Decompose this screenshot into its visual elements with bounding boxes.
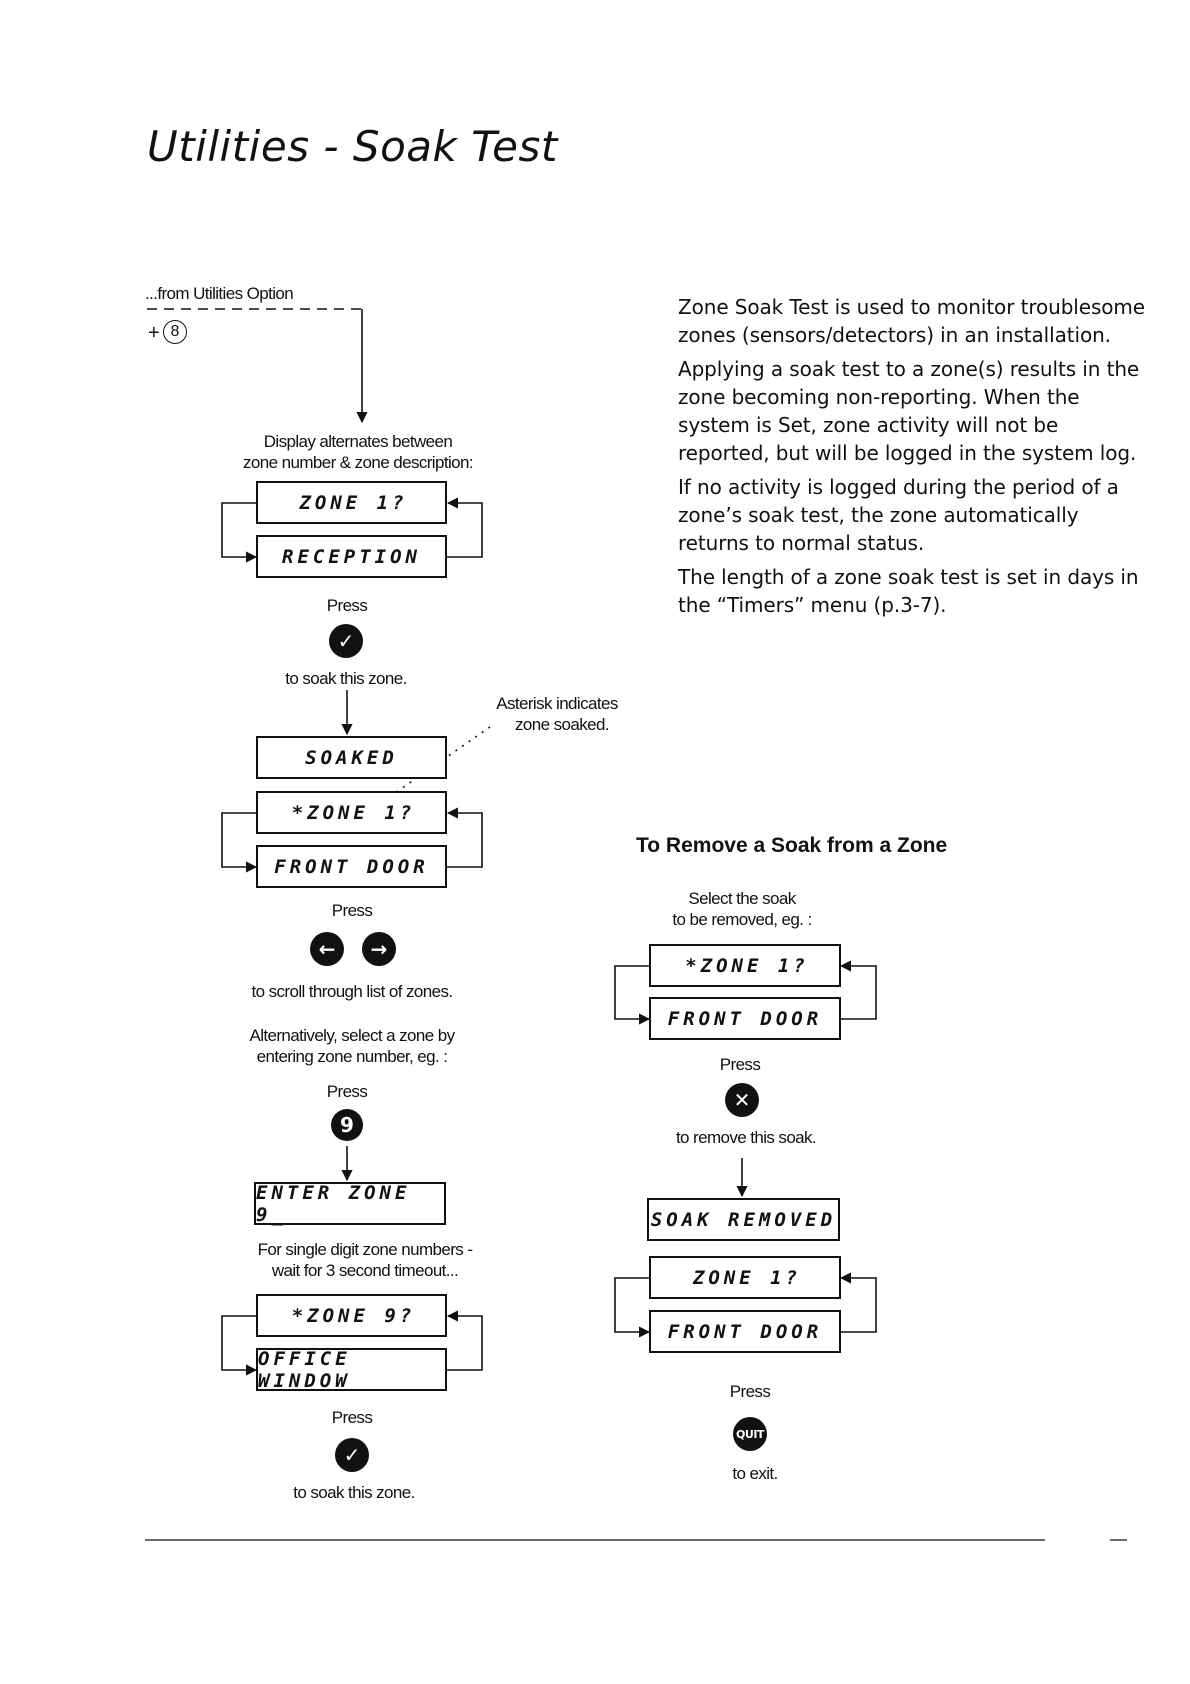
- paragraph-2: Applying a soak test to a zone(s) result…: [678, 357, 1140, 465]
- lcd-reception: RECEPTION: [256, 535, 447, 578]
- page-title: Utilities - Soak Test: [147, 122, 558, 171]
- lcd-office-window: OFFICE WINDOW: [256, 1348, 447, 1392]
- lcd-soaked: SOAKED: [256, 736, 447, 779]
- from-utilities-label: ...from Utilities Option: [145, 284, 294, 303]
- press-label-2: Press: [331, 901, 373, 920]
- lcd-zone-1-soaked: *ZONE 1?: [256, 791, 447, 834]
- press-label-5: Press: [719, 1055, 761, 1074]
- description-paragraphs: Zone Soak Test is used to monitor troubl…: [678, 293, 1148, 619]
- to-soak-text-2: to soak this zone.: [293, 1483, 415, 1502]
- paragraph-3: If no activity is logged during the peri…: [678, 475, 1119, 555]
- blink-cursor-icon: ?: [399, 1304, 412, 1327]
- to-soak-text-1: to soak this zone.: [285, 669, 407, 688]
- blink-cursor-icon: ?: [399, 801, 412, 824]
- blink-cursor-icon: ?: [785, 1266, 798, 1289]
- press-label-1: Press: [326, 596, 368, 615]
- to-exit-text: to exit.: [732, 1464, 778, 1483]
- option-key-8[interactable]: 8: [163, 320, 187, 344]
- paragraph-4: The length of a zone soak test is set in…: [678, 565, 1139, 617]
- right-arrow-icon[interactable]: →: [362, 932, 396, 966]
- select-soak-text: Select the soak to be removed, eg. :: [672, 889, 812, 929]
- lcd-front-door-right-2: FRONT DOOR: [649, 1310, 841, 1353]
- paragraph-1: Zone Soak Test is used to monitor troubl…: [678, 295, 1146, 347]
- alternative-select-text: Alternatively, select a zone by entering…: [249, 1026, 455, 1066]
- check-icon[interactable]: ✓: [335, 1438, 369, 1472]
- lcd-zone-1: ZONE 1?: [256, 481, 447, 524]
- single-digit-text: For single digit zone numbers - wait for…: [257, 1240, 473, 1280]
- press-label-4: Press: [331, 1408, 373, 1427]
- left-arrow-icon[interactable]: ←: [310, 932, 344, 966]
- scroll-text: to scroll through list of zones.: [251, 982, 454, 1001]
- lcd-front-door-right: FRONT DOOR: [649, 997, 841, 1040]
- cross-icon[interactable]: ✕: [725, 1083, 759, 1117]
- asterisk-note: Asterisk indicates zone soaked.: [496, 694, 618, 734]
- check-icon[interactable]: ✓: [329, 624, 363, 658]
- remove-soak-heading: To Remove a Soak from a Zone: [636, 834, 948, 857]
- lcd-zone-9: *ZONE 9?: [256, 1294, 447, 1337]
- press-label-3: Press: [326, 1082, 368, 1101]
- lcd-enter-zone: ENTER ZONE 9_: [254, 1182, 446, 1226]
- plus-sign: +: [148, 322, 160, 344]
- press-label-6: Press: [729, 1382, 771, 1401]
- lcd-front-door: FRONT DOOR: [256, 845, 447, 888]
- blink-cursor-icon: ?: [392, 491, 404, 514]
- lcd-zone-1-soaked-right: *ZONE 1?: [649, 944, 841, 987]
- to-remove-text: to remove this soak.: [675, 1128, 817, 1147]
- blink-cursor-icon: ?: [793, 954, 805, 977]
- display-alternates-text: Display alternates between zone number &…: [243, 432, 474, 472]
- lcd-soak-removed: SOAK REMOVED: [647, 1198, 840, 1241]
- quit-button[interactable]: QUIT: [733, 1417, 767, 1451]
- lcd-zone-1-right: ZONE 1?: [649, 1256, 841, 1299]
- key-9-button[interactable]: 9: [331, 1109, 363, 1141]
